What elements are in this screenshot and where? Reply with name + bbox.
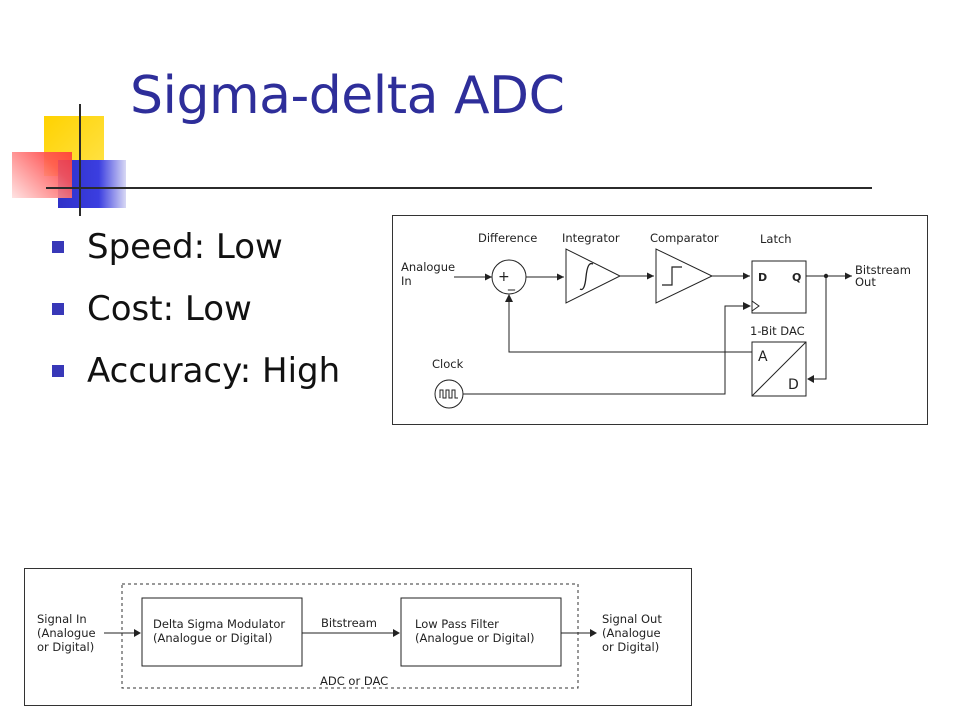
clock-input-triangle bbox=[751, 300, 760, 312]
bullet-square-icon bbox=[52, 241, 64, 253]
latch-label: Latch bbox=[760, 232, 792, 246]
integrator-amplifier bbox=[565, 248, 622, 304]
step-icon bbox=[662, 266, 682, 286]
bitstream-label: Bitstream bbox=[321, 616, 377, 630]
adc-or-dac-label: ADC or DAC bbox=[320, 674, 388, 688]
integrator-label: Integrator bbox=[562, 231, 620, 245]
modulator-sublabel: (Analogue or Digital) bbox=[153, 631, 272, 645]
signal-in-label-3: or Digital) bbox=[37, 640, 94, 654]
deco-red-square bbox=[12, 152, 72, 198]
analogue-in-label-2: In bbox=[401, 274, 412, 288]
bullet-text: Cost: Low bbox=[87, 289, 252, 329]
signal-out-label: Signal Out bbox=[602, 612, 662, 626]
square-wave-icon bbox=[439, 389, 458, 399]
comparator-label: Comparator bbox=[650, 231, 719, 245]
modulator-label: Delta Sigma Modulator bbox=[153, 617, 285, 631]
bullet-square-icon bbox=[52, 303, 64, 315]
signal-in-label: Signal In bbox=[37, 612, 87, 626]
title-rule bbox=[46, 187, 872, 189]
dac-d-pin: D bbox=[788, 377, 799, 393]
low-pass-filter-block bbox=[400, 597, 562, 667]
bullet-square-icon bbox=[52, 365, 64, 377]
clock-label: Clock bbox=[432, 357, 464, 371]
bullet-list: Speed: Low Cost: Low Accuracy: High bbox=[52, 220, 340, 406]
minus-sign: _ bbox=[507, 275, 516, 291]
slide-title: Sigma-delta ADC bbox=[130, 66, 565, 126]
circuit-diagram: Analogue In Difference + _ Integrator Co… bbox=[392, 215, 928, 425]
latch-d-pin: D bbox=[758, 271, 767, 284]
difference-label: Difference bbox=[478, 231, 537, 245]
adc-dac-group bbox=[121, 583, 579, 689]
dac-label: 1-Bit DAC bbox=[750, 324, 805, 338]
bullet-item: Cost: Low bbox=[52, 282, 340, 344]
integral-icon bbox=[579, 262, 594, 291]
bitstream-out-label: Bitstream bbox=[855, 263, 911, 277]
modulator-block bbox=[141, 597, 303, 667]
latch-block bbox=[751, 260, 807, 314]
plus-sign: + bbox=[498, 269, 510, 285]
analogue-in-label: Analogue bbox=[401, 260, 455, 274]
bullet-text: Speed: Low bbox=[87, 227, 283, 267]
dac-a-pin: A bbox=[758, 349, 768, 365]
filter-label: Low Pass Filter bbox=[415, 617, 499, 631]
filter-sublabel: (Analogue or Digital) bbox=[415, 631, 534, 645]
latch-q-pin: Q bbox=[792, 271, 801, 284]
signal-out-label-2: (Analogue bbox=[602, 626, 661, 640]
bullet-item: Speed: Low bbox=[52, 220, 340, 282]
block-diagram: Signal In (Analogue or Digital) Delta Si… bbox=[24, 568, 692, 706]
bitstream-out-label-2: Out bbox=[855, 275, 876, 289]
deco-vertical-line bbox=[79, 104, 81, 216]
signal-out-label-3: or Digital) bbox=[602, 640, 659, 654]
comparator-amplifier bbox=[655, 248, 714, 304]
bullet-text: Accuracy: High bbox=[87, 351, 341, 391]
signal-in-label-2: (Analogue bbox=[37, 626, 96, 640]
bullet-item: Accuracy: High bbox=[52, 344, 340, 406]
